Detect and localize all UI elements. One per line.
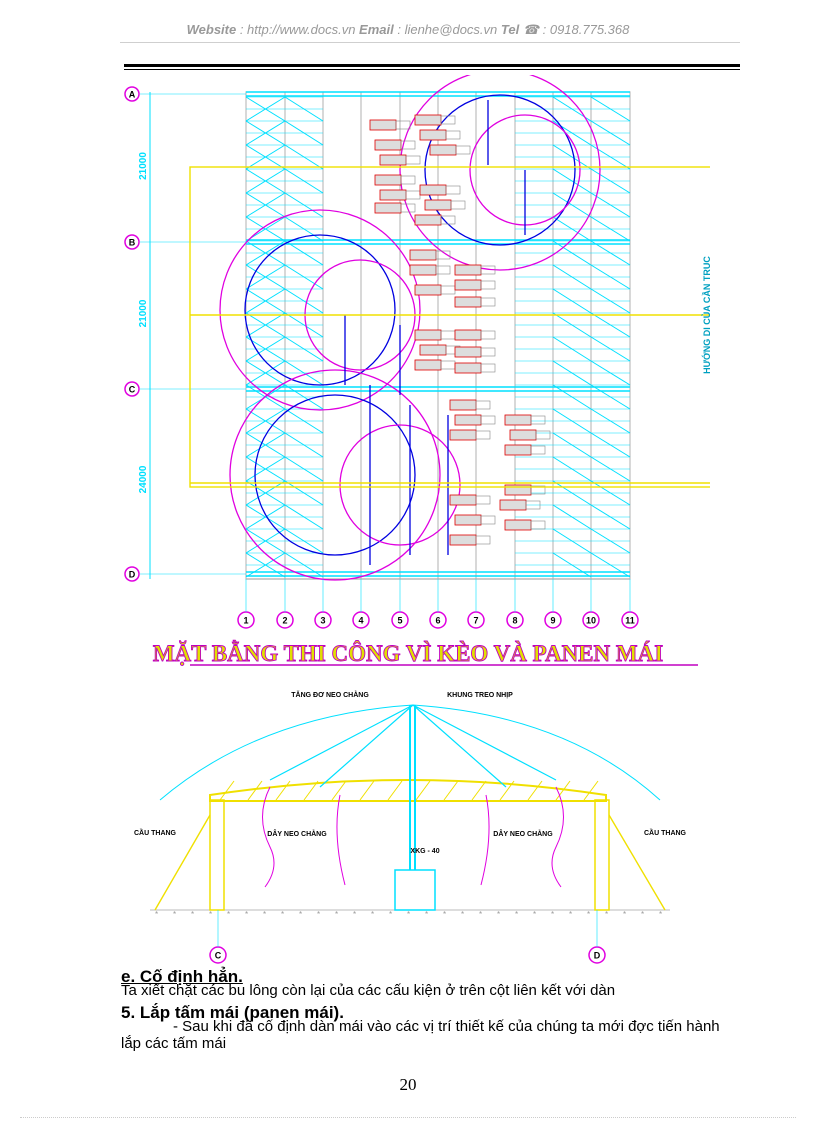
dimension-label: 21000 <box>138 152 149 180</box>
section-axis-label: D <box>594 951 601 961</box>
heading-5: 5. Lắp tấm mái (panen mái). <box>121 1003 344 1022</box>
grid-row-bubble <box>124 566 140 582</box>
page-number: 20 <box>399 1075 417 1094</box>
label-cau-thang-left: CẦU THANG <box>134 827 177 837</box>
grid-col-label: 1 <box>243 616 248 626</box>
page-header: Website : http://www.docs.vn Email : lie… <box>0 22 816 38</box>
floor-plan: A B C D 1 2 3 4 5 6 7 8 9 10 11 21000 21000 24000 HƯỚNG … <box>124 75 710 629</box>
grid-col-label: 11 <box>625 616 635 626</box>
grid-row-label: D <box>129 570 136 580</box>
svg-text:*: * <box>173 910 176 919</box>
svg-text:*: * <box>659 910 662 919</box>
svg-text:*: * <box>551 910 554 919</box>
svg-text:*: * <box>461 910 464 919</box>
grid-col-label: 2 <box>282 616 287 626</box>
grid-row-bubble <box>124 86 140 102</box>
svg-text:*: * <box>623 910 626 919</box>
svg-text:*: * <box>299 910 302 919</box>
svg-text:*: * <box>335 910 338 919</box>
svg-text:*: * <box>497 910 500 919</box>
svg-text:*: * <box>641 910 644 919</box>
heading-e: e. Cố định hẳn. <box>121 967 243 986</box>
label-cau-thang-right: CẦU THANG <box>644 827 687 837</box>
label-tang-do: TĂNG ĐƠ NEO CHẰNG <box>291 690 369 699</box>
svg-text:*: * <box>227 910 230 919</box>
grid-row-label: A <box>129 90 136 100</box>
label-day-neo-left: DÂY NEO CHẰNG <box>267 829 327 838</box>
grid-col-label: 9 <box>550 616 555 626</box>
grid-col-label: 3 <box>320 616 325 626</box>
svg-text:*: * <box>389 910 392 919</box>
svg-text:*: * <box>407 910 410 919</box>
grid-col-label: 4 <box>358 616 363 626</box>
grid-col-label: 7 <box>473 616 478 626</box>
grid-row-bubble <box>124 381 140 397</box>
grid-col-label: 8 <box>512 616 517 626</box>
svg-text:*: * <box>263 910 266 919</box>
label-khung-treo: KHUNG TREO NHỊP <box>447 692 513 699</box>
grid-row-label: B <box>129 238 136 248</box>
roof-truss-section: * * * * * * * * * * * * * * * * * * * * * * * * * * * * * TĂNG ĐƠ NEO… <box>134 690 687 964</box>
website-label: Website <box>186 22 237 37</box>
svg-text:*: * <box>479 910 482 919</box>
svg-text:*: * <box>155 910 158 919</box>
svg-text:*: * <box>425 910 428 919</box>
plan-title: MẶT BẰNG THI CÔNG VÌ KÈO VÀ PANEN MÁI <box>153 640 663 666</box>
grid-col-label: 5 <box>397 616 402 626</box>
dimension-label: 24000 <box>138 465 149 493</box>
svg-text:*: * <box>281 910 284 919</box>
svg-text:*: * <box>317 910 320 919</box>
svg-text:*: * <box>209 910 212 919</box>
grid-row-bubble <box>124 234 140 250</box>
website-value: : http://www.docs.vn <box>236 22 360 37</box>
svg-text:*: * <box>515 910 518 919</box>
label-crane: XKG - 40 <box>410 848 439 855</box>
svg-text:*: * <box>533 910 536 919</box>
svg-text:*: * <box>371 910 374 919</box>
section-e: e. Cố định hẳn. Ta xiết chặt các bu lông… <box>121 968 741 999</box>
grid-row-label: C <box>129 385 136 395</box>
svg-text:*: * <box>605 910 608 919</box>
crane-direction-label: HƯỚNG DI CỦA CẦN TRỤC <box>701 256 710 374</box>
footer-dots <box>20 1117 796 1118</box>
label-day-neo-right: DÂY NEO CHẰNG <box>493 829 553 838</box>
svg-text:*: * <box>191 910 194 919</box>
section-5: 5. Lắp tấm mái (panen mái). - Sau khi đã… <box>121 1004 741 1052</box>
paragraph-5: - Sau khi đã cố định dàn mái vào các vị … <box>121 1018 720 1052</box>
grid-col-label: 10 <box>586 616 596 626</box>
svg-text:*: * <box>443 910 446 919</box>
section-axis-label: C <box>215 951 222 961</box>
email-label: Email <box>359 22 394 37</box>
top-rule <box>124 64 740 67</box>
tel-value: ☎ : 0918.775.368 <box>519 22 630 37</box>
top-rule-thin <box>124 69 740 70</box>
svg-text:*: * <box>353 910 356 919</box>
svg-text:*: * <box>245 910 248 919</box>
header-divider <box>120 42 740 43</box>
construction-drawing: A B C D 1 2 3 4 5 6 7 8 9 10 11 21000 21000 24000 HƯỚNG … <box>124 75 710 964</box>
svg-text:*: * <box>569 910 572 919</box>
svg-text:*: * <box>587 910 590 919</box>
grid-col-label: 6 <box>435 616 440 626</box>
email-value: : lienhe@docs.vn <box>393 22 501 37</box>
dimension-label: 21000 <box>138 299 149 327</box>
paragraph-e: Ta xiết chặt các bu lông còn lại của các… <box>121 982 616 999</box>
tel-label: Tel <box>500 22 520 37</box>
